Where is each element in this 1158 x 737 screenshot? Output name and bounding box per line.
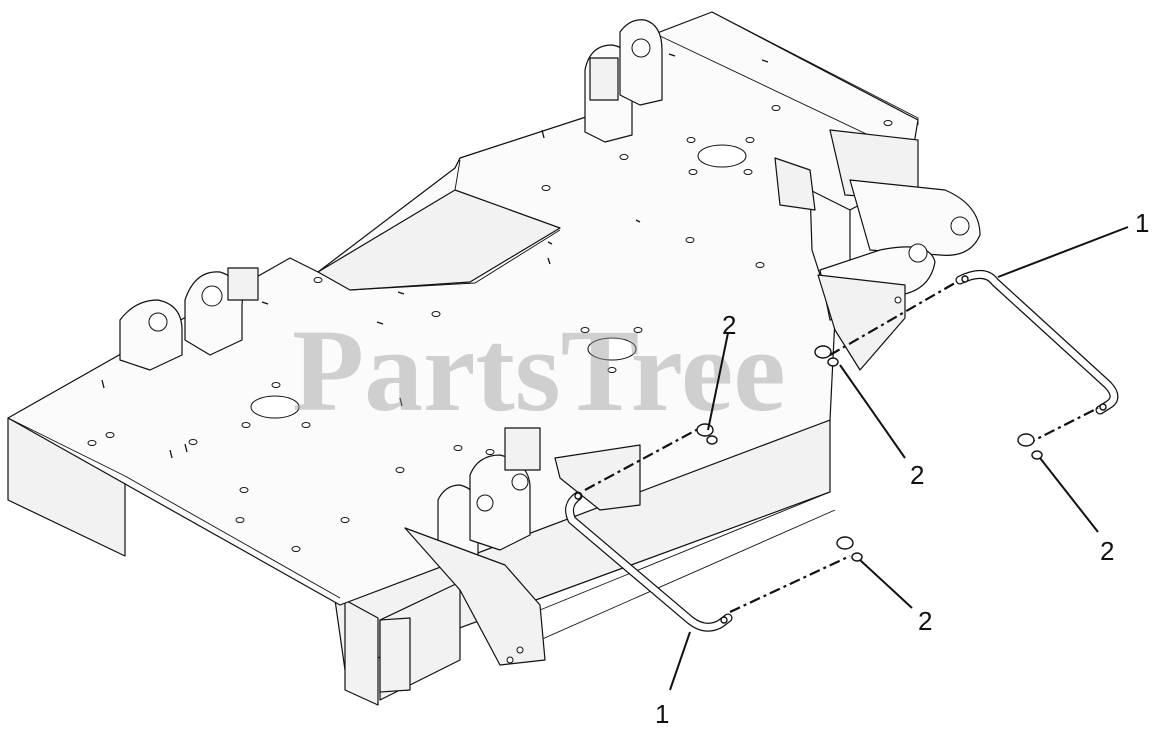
callout-2-far-right: 2 xyxy=(1100,536,1114,566)
callout-2-mid-right: 2 xyxy=(910,460,924,490)
hairpin-clip-far-right xyxy=(1017,433,1043,460)
callout-2-top: 2 xyxy=(722,310,736,340)
right-hitch-brackets xyxy=(774,129,981,371)
hairpin-clip-mid-right xyxy=(814,345,839,367)
rod-assembly-lower xyxy=(565,491,733,632)
deck-frame xyxy=(7,11,919,706)
callout-labels: 1 1 2 2 2 2 xyxy=(655,208,1149,729)
rod-assembly-upper xyxy=(955,270,1119,415)
rear-center-brackets xyxy=(584,19,663,143)
callout-2-lower: 2 xyxy=(918,606,932,636)
deck-slots xyxy=(101,53,769,459)
left-rear-brackets xyxy=(119,267,259,371)
leader-lines xyxy=(669,226,1129,691)
hairpin-clip-lower xyxy=(836,536,863,562)
front-brackets xyxy=(379,427,641,693)
callout-1-right: 1 xyxy=(1135,208,1149,238)
spindle-holes xyxy=(250,144,747,419)
assembly-lines xyxy=(584,282,1099,613)
mounting-holes xyxy=(87,105,893,552)
watermark: PartsTree xyxy=(292,305,786,436)
callout-1-bottom: 1 xyxy=(655,699,669,729)
